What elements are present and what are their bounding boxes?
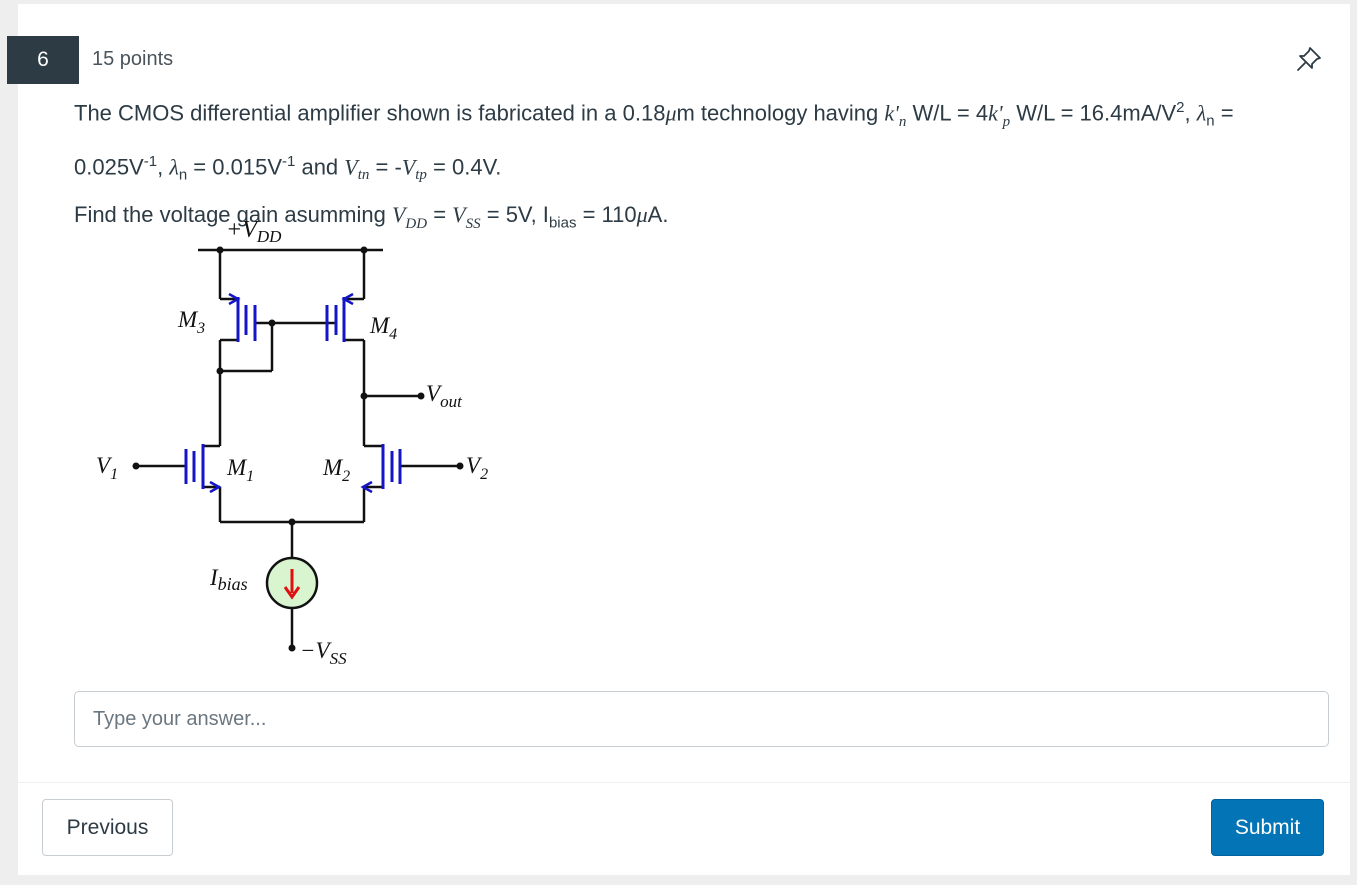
m4-label: M4	[369, 313, 397, 343]
answer-input[interactable]	[74, 691, 1329, 747]
previous-button[interactable]: Previous	[42, 799, 173, 856]
circuit-wires	[136, 248, 460, 648]
ibias-label: Ibias	[209, 565, 248, 594]
quiz-footer	[18, 782, 1350, 875]
pin-icon[interactable]	[1294, 44, 1324, 74]
v2-label: V2	[466, 453, 488, 483]
submit-button[interactable]: Submit	[1211, 799, 1324, 856]
question-line-3: Find the voltage gain asumming VDD = VSS…	[74, 202, 669, 232]
transistors	[184, 292, 402, 494]
transistor-m3	[228, 292, 257, 342]
question-points: 15 points	[92, 48, 174, 70]
m3-label: M3	[177, 307, 205, 337]
circuit-nodes	[132, 246, 464, 652]
question-line-2: 0.025V-1, λn = 0.015V-1 and Vtn = -Vtp =…	[74, 152, 502, 184]
transistor-m4	[325, 292, 354, 342]
m2-label: M2	[322, 455, 350, 485]
question-card	[18, 4, 1350, 782]
vout-label: Vout	[426, 381, 463, 411]
m1-label: M1	[226, 455, 254, 485]
v1-label: V1	[96, 453, 118, 483]
transistor-m1	[184, 444, 222, 494]
circuit-diagram: +VDD M3 M4 Vout V1 M1 M2 V2 Ibias −VSS	[96, 217, 488, 668]
question-text: The CMOS differential amplifier shown is…	[74, 88, 1344, 244]
current-source	[265, 556, 319, 610]
vdd-label: +VDD	[226, 217, 282, 246]
transistor-m2	[360, 444, 402, 494]
question-line-1: The CMOS differential amplifier shown is…	[74, 99, 1234, 130]
vss-label: −VSS	[300, 638, 347, 668]
question-number: 6	[7, 36, 79, 84]
